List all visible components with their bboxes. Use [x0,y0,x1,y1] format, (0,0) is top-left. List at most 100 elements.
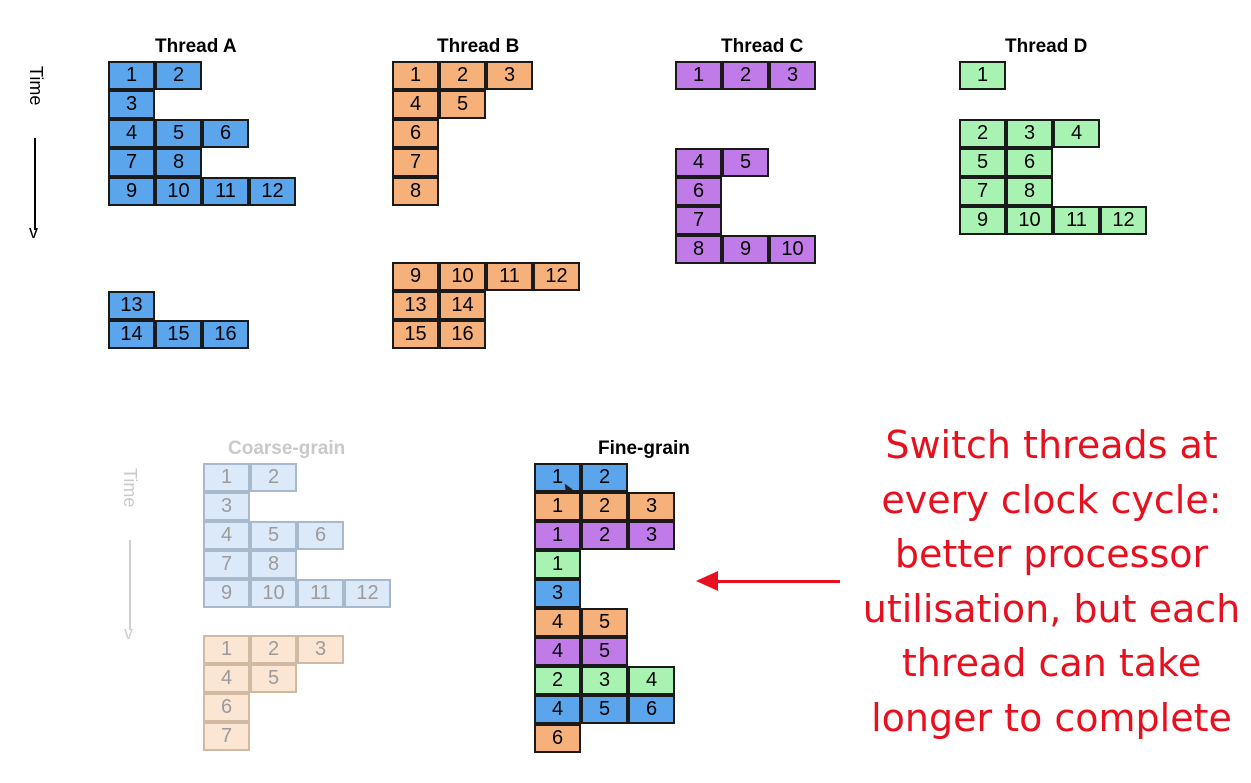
thread-cell-b-11: 11 [486,262,533,291]
time-axis-label: Time [26,66,46,106]
coarse-cell-b-5: 5 [250,664,297,693]
thread-cell-d-1: 1 [959,61,1006,90]
thread-cell-b-7: 7 [392,148,439,177]
thread-cell-c-8: 8 [675,235,722,264]
thread-cell-a-15: 15 [155,320,202,349]
thread-cell-b-2: 2 [439,61,486,90]
coarse-cell-b-1: 1 [203,635,250,664]
coarse-cell-b-2: 2 [250,635,297,664]
fine-cell-c-2: 2 [581,521,628,550]
thread-cell-d-11: 11 [1053,206,1100,235]
fine-cell-d-4: 4 [628,666,675,695]
fine-cell-c-4: 4 [534,637,581,666]
thread-cell-a-7: 7 [108,148,155,177]
thread-cell-a-9: 9 [108,177,155,206]
thread-cell-a-8: 8 [155,148,202,177]
coarse-cell-b-3: 3 [297,635,344,664]
thread-cell-d-2: 2 [959,119,1006,148]
coarse-cell-a-9: 9 [203,579,250,608]
callout-line-1: Switch threads at [885,423,1218,467]
thread-cell-a-5: 5 [155,119,202,148]
coarse-cell-a-5: 5 [250,521,297,550]
fine-cell-b-2: 2 [581,492,628,521]
fine-cell-b-1: 1 [534,492,581,521]
thread-cell-d-5: 5 [959,148,1006,177]
thread-cell-d-9: 9 [959,206,1006,235]
thread-cell-d-12: 12 [1100,206,1147,235]
time-axis-arrowhead: v [29,222,38,242]
fine-grain-title: Fine-grain [598,438,690,459]
thread-cell-a-2: 2 [155,61,202,90]
callout-line-2: every clock cycle: [881,477,1222,522]
fine-cell-a-1: 1 [534,463,581,492]
time-axis-line [34,138,36,230]
coarse-cell-a-7: 7 [203,550,250,579]
thread-cell-c-1: 1 [675,61,722,90]
callout-line-3: better processor [894,532,1209,576]
fine-cell-d-2: 2 [534,666,581,695]
thread-cell-d-3: 3 [1006,119,1053,148]
thread-cell-c-7: 7 [675,206,722,235]
thread-cell-b-1: 1 [392,61,439,90]
thread-cell-d-4: 4 [1053,119,1100,148]
callout-arrow-icon [696,571,718,591]
thread-cell-b-15: 15 [392,320,439,349]
thread-cell-d-8: 8 [1006,177,1053,206]
thread-cell-a-11: 11 [202,177,249,206]
thread-cell-b-12: 12 [533,262,580,291]
coarse-cell-a-12: 12 [344,579,391,608]
thread-cell-b-8: 8 [392,177,439,206]
thread-cell-a-16: 16 [202,320,249,349]
coarse-cell-a-11: 11 [297,579,344,608]
thread-cell-a-13: 13 [108,291,155,320]
fine-cell-d-3: 3 [581,666,628,695]
thread-cell-d-7: 7 [959,177,1006,206]
coarse-grain-title: Coarse-grain [228,438,346,459]
callout-line-4: utilisation, but each [862,586,1241,631]
thread-cell-c-9: 9 [722,235,769,264]
thread-cell-b-5: 5 [439,90,486,119]
thread-cell-d-10: 10 [1006,206,1053,235]
coarse-cell-a-4: 4 [203,521,250,550]
thread-d-title: Thread D [1005,36,1088,57]
thread-cell-a-12: 12 [249,177,296,206]
thread-cell-c-4: 4 [675,148,722,177]
thread-b-title: Thread B [437,36,520,57]
thread-cell-a-1: 1 [108,61,155,90]
thread-cell-c-3: 3 [769,61,816,90]
thread-cell-c-6: 6 [675,177,722,206]
fine-cell-a-5: 5 [581,695,628,724]
thread-cell-b-6: 6 [392,119,439,148]
fine-cell-a-4: 4 [534,695,581,724]
thread-cell-b-9: 9 [392,262,439,291]
thread-cell-a-10: 10 [155,177,202,206]
thread-cell-c-2: 2 [722,61,769,90]
thread-cell-a-14: 14 [108,320,155,349]
callout-line-6: longer to complete [871,695,1232,740]
thread-cell-b-16: 16 [439,320,486,349]
thread-cell-a-6: 6 [202,119,249,148]
fine-cell-b-3: 3 [628,492,675,521]
coarse-cell-b-4: 4 [203,664,250,693]
coarse-cell-a-3: 3 [203,492,250,521]
thread-a-title: Thread A [155,36,237,57]
thread-cell-d-6: 6 [1006,148,1053,177]
coarse-time-axis-line [129,540,131,630]
coarse-cell-a-10: 10 [250,579,297,608]
fine-cell-c-3: 3 [628,521,675,550]
coarse-cell-a-2: 2 [250,463,297,492]
fine-cell-b-5: 5 [581,608,628,637]
fine-cell-b-4: 4 [534,608,581,637]
fine-cell-c-1: 1 [534,521,581,550]
fine-cell-b-6: 6 [534,724,581,753]
coarse-time-axis-arrowhead: v [124,623,133,643]
thread-cell-b-10: 10 [439,262,486,291]
thread-cell-b-3: 3 [486,61,533,90]
coarse-time-axis-label: Time [120,468,140,508]
thread-cell-c-10: 10 [769,235,816,264]
coarse-cell-b-6: 6 [203,693,250,722]
callout-line-5: thread can take [901,641,1202,685]
thread-cell-b-13: 13 [392,291,439,320]
coarse-cell-b-7: 7 [203,722,250,751]
coarse-cell-a-1: 1 [203,463,250,492]
